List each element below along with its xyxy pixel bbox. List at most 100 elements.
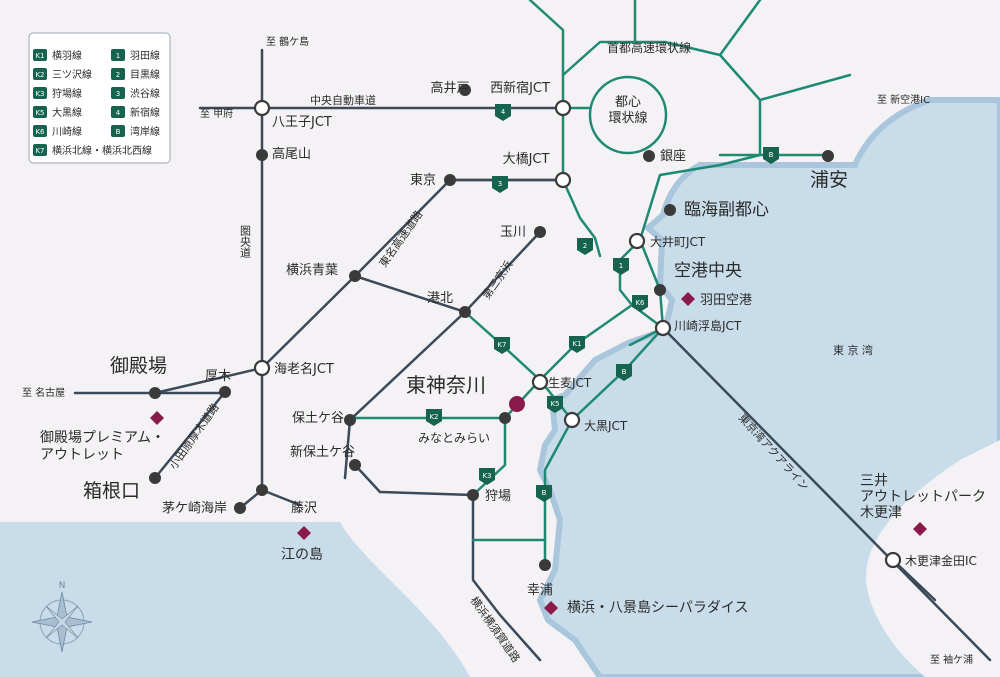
junction-node xyxy=(253,359,271,377)
legend-badge-text: K3 xyxy=(35,90,44,98)
route-badge-shield-icon xyxy=(495,104,511,121)
map-label: 玉川 xyxy=(500,225,526,240)
legend-label: 羽田線 xyxy=(130,49,160,62)
legend-badge-text: B xyxy=(116,128,121,136)
legend-badge-text: K6 xyxy=(35,128,45,136)
route-badge: B xyxy=(536,485,552,502)
compass-rose: N xyxy=(31,581,93,653)
route-badge: B xyxy=(763,147,779,164)
route-badge-label: K1 xyxy=(572,340,581,348)
shuto-outer-ring xyxy=(561,40,762,347)
map-label: 東京 xyxy=(410,172,436,188)
highlight-node xyxy=(509,396,525,412)
map-label-multiline: 三井アウトレットパーク木更津 xyxy=(860,473,986,521)
route-badge-shield-icon xyxy=(632,295,648,312)
legend-badge-icon xyxy=(33,106,47,118)
legend-badge-icon xyxy=(33,87,47,99)
legend-label: 渋谷線 xyxy=(130,87,160,100)
route-badge-label: K2 xyxy=(429,413,438,421)
chiba-peninsula-land xyxy=(866,440,1000,677)
legend-badge-icon xyxy=(111,125,125,137)
legend-label: 目黒線 xyxy=(130,68,160,81)
map-label: 川崎浮島JCT xyxy=(674,318,742,333)
map-label: 厚木 xyxy=(205,369,231,384)
legend-item: 1 羽田線 xyxy=(111,49,160,62)
legend-badge-icon xyxy=(111,68,125,80)
map-label: 御殿場 xyxy=(110,355,167,377)
map-label: 至 袖ケ浦 xyxy=(930,653,973,666)
map-label: 箱根口 xyxy=(83,480,140,502)
map-label: 空港中央 xyxy=(674,261,742,281)
route-badge: 1 xyxy=(613,258,629,275)
map-label: 江の島 xyxy=(281,547,323,563)
compass-needle-diag xyxy=(45,605,79,639)
route-badge: K6 xyxy=(632,295,648,312)
map-label: 木更津金田IC xyxy=(905,553,977,568)
route-badge-label: 2 xyxy=(583,242,587,250)
toshin-ring xyxy=(588,75,668,155)
legend-badge-icon xyxy=(111,106,125,118)
map-node xyxy=(822,150,834,162)
route-badge-shield-icon xyxy=(479,468,495,485)
map-node xyxy=(349,459,361,471)
legend-badge-text: K1 xyxy=(35,52,44,60)
spot-marker-icon xyxy=(544,601,558,615)
route-badge-shield-icon xyxy=(547,396,563,413)
map-label: みなとみらい xyxy=(418,431,490,445)
map-label: 西新宿JCT xyxy=(490,80,550,96)
legend-badge-icon xyxy=(33,125,47,137)
route-badge-shield-icon xyxy=(494,337,510,354)
route-badge: K5 xyxy=(547,396,563,413)
map-node xyxy=(664,204,676,216)
map-label: 高井戸 xyxy=(430,80,469,96)
legend-badge-icon xyxy=(111,87,125,99)
map-label: 港北 xyxy=(427,291,453,306)
road-label-rotated: 横浜横須賀道路 xyxy=(468,594,524,665)
map-label: 幸浦 xyxy=(527,583,553,598)
map-node xyxy=(219,386,231,398)
legend-label: 大黒線 xyxy=(52,106,82,119)
route-badge: K3 xyxy=(479,468,495,485)
route-badge: 2 xyxy=(577,238,593,255)
legend-item: K1 横羽線 xyxy=(33,49,82,62)
compass-north-label: N xyxy=(59,581,66,591)
map-label-multiline: 都心環状線 xyxy=(608,95,647,126)
map-label: 横浜青葉 xyxy=(286,263,338,278)
route-badge-shield-icon xyxy=(616,364,632,381)
map-label: 横浜・八景島シーパラダイス xyxy=(567,600,748,616)
route-badge-label: B xyxy=(769,151,774,159)
legend-badge-text: 2 xyxy=(116,71,120,79)
route-badge-shield-icon xyxy=(613,258,629,275)
map-nodes xyxy=(149,84,927,615)
map-label: 東 京 湾 xyxy=(833,343,873,357)
legend-badge-text: 3 xyxy=(116,90,120,98)
metro-to-top-3 xyxy=(718,0,762,57)
shin-hodogaya-road xyxy=(353,463,475,497)
route-badge-shield-icon xyxy=(536,485,552,502)
map-node xyxy=(643,150,655,162)
spot-marker-icon xyxy=(913,522,927,536)
map-label: 至 甲府 xyxy=(200,107,233,120)
map-node xyxy=(459,84,471,96)
legend-badge-text: 1 xyxy=(116,52,120,60)
map-label: 大井町JCT xyxy=(650,235,706,249)
map-node xyxy=(444,174,456,186)
map-node xyxy=(467,489,479,501)
junction-node xyxy=(253,99,271,117)
sagami-bay-water xyxy=(0,522,470,677)
route-badge-label: K7 xyxy=(497,341,506,349)
legend-label: 横羽線 xyxy=(52,49,82,62)
route-badge-label: B xyxy=(622,368,627,376)
route-badge-label: K5 xyxy=(550,400,559,408)
junction-node xyxy=(884,551,902,569)
legend-item: 2 目黒線 xyxy=(111,68,160,81)
legend-badge-icon xyxy=(33,144,47,156)
